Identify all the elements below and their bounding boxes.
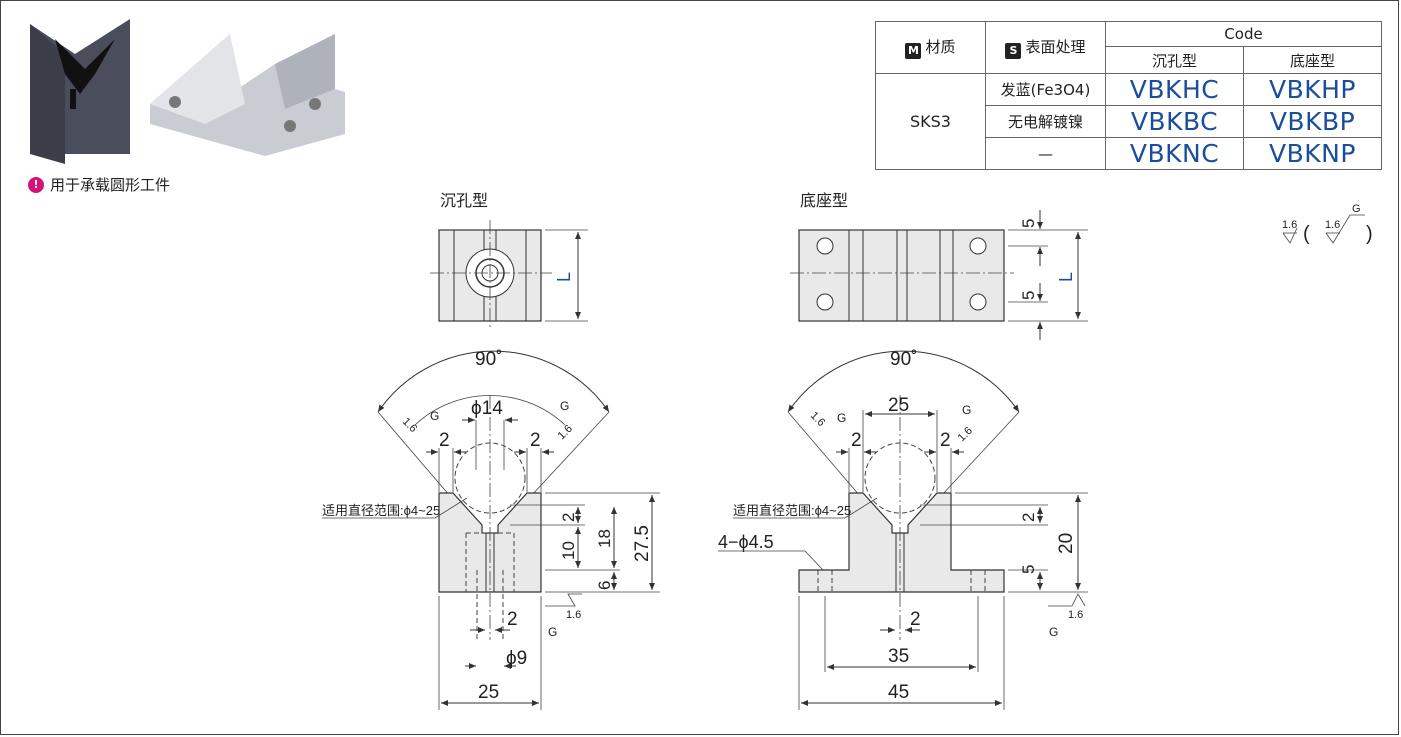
code-cell: VBKHC (1105, 73, 1244, 106)
base-col-header: 底座型 (1243, 46, 1382, 74)
surface-cell: 发蓝(Fe3O4) (985, 73, 1106, 106)
svg-text:5: 5 (1019, 219, 1038, 228)
holes-label: 4−ϕ4.5 (718, 532, 774, 552)
material-cell: SKS3 (875, 73, 986, 170)
svg-text:27.5: 27.5 (632, 525, 653, 562)
L-label: L (554, 272, 574, 282)
svg-text:2: 2 (940, 430, 951, 451)
svg-text:ϕ9: ϕ9 (506, 648, 527, 669)
surface-badge: S (1005, 43, 1022, 59)
svg-text:适用直径范围:ϕ4~25: 适用直径范围:ϕ4~25 (733, 503, 851, 518)
svg-text:25: 25 (888, 395, 909, 416)
svg-text:5: 5 (1019, 565, 1038, 574)
svg-text:35: 35 (888, 646, 909, 667)
svg-text:1.6: 1.6 (808, 410, 827, 429)
svg-text:G: G (430, 409, 439, 423)
svg-text:20: 20 (1056, 533, 1077, 554)
svg-text:(: ( (1303, 223, 1310, 245)
angle-label: 90˚ (475, 349, 502, 370)
svg-text:5: 5 (1019, 291, 1038, 300)
svg-text:G: G (837, 411, 846, 425)
roughness-symbol: 1.6 ( 1.6 G ) (1282, 203, 1373, 245)
svg-text:90˚: 90˚ (890, 349, 917, 370)
code-cell: VBKNC (1105, 137, 1244, 170)
svg-text:2: 2 (1019, 513, 1038, 522)
svg-text:G: G (1049, 625, 1058, 639)
svg-text:G: G (560, 399, 569, 413)
svg-text:18: 18 (595, 529, 614, 548)
right-view-title: 底座型 (800, 192, 848, 210)
svg-text:1.6: 1.6 (566, 609, 581, 621)
svg-text:25: 25 (478, 682, 499, 703)
svg-text:10: 10 (559, 541, 578, 560)
base-top-view: 5 5 L (790, 210, 1088, 340)
svg-text:2: 2 (559, 513, 578, 522)
svg-text:1.6: 1.6 (400, 416, 419, 435)
surface-cell: — (985, 137, 1106, 170)
svg-text:1.6: 1.6 (1325, 219, 1340, 231)
svg-text:1.6: 1.6 (1068, 609, 1083, 621)
svg-text:): ) (1366, 223, 1373, 245)
code-header: Code (1105, 21, 1382, 47)
left-view-title: 沉孔型 (440, 192, 488, 210)
diameter-range-label: 适用直径范围:ϕ4~25 (322, 503, 440, 518)
svg-text:G: G (962, 403, 971, 417)
svg-text:G: G (1352, 203, 1361, 215)
usage-note-text: 用于承载圆形工件 (50, 176, 171, 194)
L-label: L (1056, 272, 1076, 282)
svg-text:2: 2 (851, 430, 862, 451)
svg-text:1.6: 1.6 (556, 423, 575, 442)
counterbore-front-view: 90˚ ϕ14 2 2 1.6 G 1.6 G 适用直径范围:ϕ4~25 (322, 349, 660, 710)
base-front-view: 90˚ 25 2 2 1.6 G 1.6 G 适用直径范围:ϕ4~25 4−ϕ4… (718, 349, 1088, 710)
svg-text:2: 2 (530, 430, 541, 451)
code-cell: VBKBC (1105, 105, 1244, 138)
svg-text:2: 2 (910, 609, 921, 630)
svg-text:45: 45 (888, 682, 909, 703)
svg-text:ϕ14: ϕ14 (471, 398, 503, 419)
svg-text:1.6: 1.6 (1282, 219, 1297, 231)
surface-cell: 无电解镀镍 (985, 105, 1106, 138)
material-badge: M (905, 43, 922, 59)
usage-note: ! 用于承载圆形工件 (28, 174, 170, 195)
code-cell: VBKNP (1243, 137, 1382, 170)
svg-text:G: G (548, 625, 557, 639)
product-photo (30, 19, 345, 164)
svg-text:2: 2 (507, 609, 518, 630)
code-cell: VBKBP (1243, 105, 1382, 138)
svg-text:2: 2 (439, 430, 450, 451)
counterbore-top-view: L (430, 220, 588, 330)
svg-text:1.6: 1.6 (956, 425, 975, 444)
svg-text:6: 6 (595, 581, 614, 590)
warning-icon: ! (28, 176, 44, 193)
